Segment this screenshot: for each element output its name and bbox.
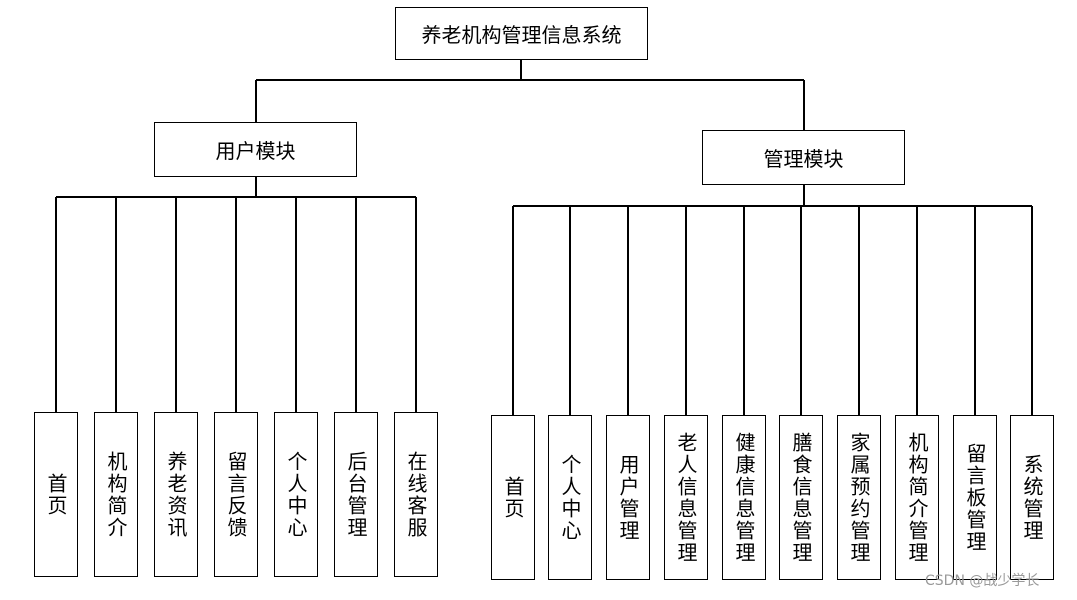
root-label: 养老机构管理信息系统 [421, 23, 622, 47]
admin-leaf-intro: 机构简介管理 [895, 415, 939, 580]
module-user-label: 用户模块 [215, 139, 296, 163]
leaf-label: 首页 [44, 472, 68, 517]
admin-leaf-board: 留言板管理 [953, 415, 997, 580]
leaf-label: 健康信息管理 [732, 431, 756, 564]
admin-leaf-elders: 老人信息管理 [664, 415, 708, 580]
leaf-label: 养老资讯 [164, 450, 188, 539]
module-admin: 管理模块 [702, 130, 905, 185]
leaf-label: 留言板管理 [963, 442, 987, 553]
module-user: 用户模块 [154, 122, 357, 177]
user-leaf-profile: 个人中心 [274, 412, 318, 577]
user-leaf-home: 首页 [34, 412, 78, 577]
leaf-label: 系统管理 [1020, 453, 1044, 542]
user-leaf-intro: 机构简介 [94, 412, 138, 577]
watermark: CSDN @战少学长 [925, 573, 1040, 589]
user-leaf-backend: 后台管理 [334, 412, 378, 577]
leaf-label: 个人中心 [558, 453, 582, 542]
admin-leaf-system: 系统管理 [1010, 415, 1054, 580]
leaf-label: 个人中心 [284, 450, 308, 539]
leaf-label: 首页 [501, 475, 525, 520]
admin-leaf-health: 健康信息管理 [722, 415, 766, 580]
admin-leaf-meals: 膳食信息管理 [779, 415, 823, 580]
leaf-label: 后台管理 [344, 450, 368, 539]
leaf-label: 用户管理 [616, 453, 640, 542]
leaf-label: 膳食信息管理 [789, 431, 813, 564]
admin-leaf-home: 首页 [491, 415, 535, 580]
user-leaf-news: 养老资讯 [154, 412, 198, 577]
admin-leaf-profile: 个人中心 [548, 415, 592, 580]
leaf-label: 机构简介 [104, 450, 128, 539]
leaf-label: 机构简介管理 [905, 431, 929, 564]
leaf-label: 老人信息管理 [674, 431, 698, 564]
admin-leaf-family: 家属预约管理 [837, 415, 881, 580]
leaf-label: 家属预约管理 [847, 431, 871, 564]
admin-leaf-users: 用户管理 [606, 415, 650, 580]
user-leaf-feedback: 留言反馈 [214, 412, 258, 577]
user-leaf-support: 在线客服 [394, 412, 438, 577]
leaf-label: 在线客服 [404, 450, 428, 539]
module-admin-label: 管理模块 [763, 147, 844, 171]
root-node: 养老机构管理信息系统 [395, 7, 648, 60]
leaf-label: 留言反馈 [224, 450, 248, 539]
